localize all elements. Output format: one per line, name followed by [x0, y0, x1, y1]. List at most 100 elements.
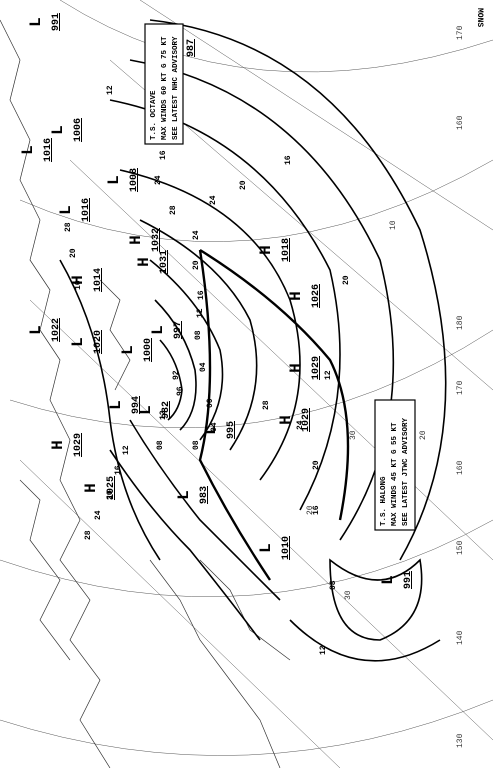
isobar-label: 12 [196, 308, 205, 318]
center-pressure-value: 1016 [43, 138, 54, 162]
center-pressure-value: 1025 [106, 476, 117, 500]
center-letter: L [202, 425, 220, 435]
isobar-label: 24 [209, 195, 218, 205]
low-pressure-center: L 1020 [69, 330, 104, 354]
center-pressure-value: 1018 [281, 238, 292, 262]
center-letter: L [27, 325, 45, 335]
low-pressure-center: L 1016 [19, 138, 54, 162]
longitude-label: 170 [456, 380, 465, 395]
low-pressure-center: L 983 [175, 486, 210, 504]
center-pressure-value: 994 [131, 396, 142, 414]
center-letter: H [277, 415, 295, 425]
advisory-line: T.S. HALONG [380, 476, 388, 526]
isobar-label: 20 [192, 260, 201, 270]
center-letter: L [137, 405, 155, 415]
center-pressure-value: 991 [51, 13, 62, 31]
center-pressure-value: 1022 [51, 318, 62, 342]
advisory-line: T.S. OCTAVE [150, 90, 158, 140]
center-pressure-value: 1000 [143, 338, 154, 362]
longitude-label: 160 [456, 460, 465, 475]
center-letter: L [379, 575, 397, 585]
low-pressure-center: L 994 [107, 396, 142, 414]
center-pressure-value: 1020 [93, 330, 104, 354]
isobar-label: 12 [122, 445, 131, 455]
advisory-line: MAX WINDS 45 KT G 55 KT [391, 422, 399, 526]
isobar-label: 28 [169, 205, 178, 215]
isobar-label: 12 [319, 645, 328, 655]
isobar-label: 08 [194, 330, 203, 340]
center-letter: L [107, 400, 125, 410]
isobar-label: 00 [206, 398, 215, 408]
isobar-label: 96 [176, 386, 185, 396]
latitude-label: 30 [344, 590, 353, 600]
center-letter: L [69, 337, 87, 347]
longitude-label: 170 [456, 25, 465, 40]
center-pressure-value: 1006 [73, 118, 84, 142]
center-letter: L [175, 490, 193, 500]
center-letter: H [135, 257, 153, 267]
center-pressure-value: 1008 [129, 168, 140, 192]
low-pressure-center: L 997 [149, 321, 184, 339]
isobar-label: 16 [284, 155, 293, 165]
isobar-label: 04 [199, 362, 208, 372]
center-letter: H [287, 363, 305, 373]
isobar-label: 16 [197, 290, 206, 300]
center-letter: L [57, 205, 75, 215]
center-letter: L [119, 345, 137, 355]
center-pressure-value: 1014 [93, 268, 104, 292]
isobar-label: 24 [94, 510, 103, 520]
isobar-label: 16 [159, 150, 168, 160]
longitude-label: 160 [456, 115, 465, 130]
advisory-line: SEE LATEST JTWC ADVISORY [402, 417, 410, 526]
center-letter: H [257, 245, 275, 255]
isobar-label: 08 [192, 440, 201, 450]
advisory-line: MAX WINDS 60 KT G 75 KT [161, 36, 169, 140]
center-pressure-value: 995 [226, 421, 237, 439]
high-pressure-center: H 1025 [82, 476, 117, 500]
center-pressure-value: 983 [199, 486, 210, 504]
advisory-border [374, 399, 416, 531]
latitude-label: 20 [306, 505, 315, 515]
center-letter: H [82, 483, 100, 493]
isobar-label: 16 [312, 505, 321, 515]
latitude-label: 10 [389, 220, 398, 230]
advisory-line: SEE LATEST NHC ADVISORY [172, 36, 180, 140]
fronts [198, 248, 350, 581]
center-letter: L [149, 325, 167, 335]
corner-label: MONS [475, 8, 484, 27]
isobar-label: 08 [329, 580, 338, 590]
isobar-label: 08 [156, 440, 165, 450]
isobar-label: 12 [159, 410, 168, 420]
longitude-label: 150 [456, 540, 465, 555]
isobar-label: 24 [296, 420, 305, 430]
center-letter: H [287, 291, 305, 301]
longitude-label: 130 [456, 733, 465, 748]
isobar-label: 04 [210, 422, 219, 432]
center-letter: L [49, 125, 67, 135]
low-pressure-center: L 1000 [119, 338, 154, 362]
isobars [59, 19, 447, 662]
center-pressure-value: 997 [173, 321, 184, 339]
center-letter: L [19, 145, 37, 155]
isobar-label: 12 [324, 370, 333, 380]
longitude-label: 180 [456, 315, 465, 330]
center-letter: H [49, 440, 67, 450]
high-pressure-center: H 1018 [257, 238, 292, 262]
isobar-label: 16 [114, 465, 123, 475]
